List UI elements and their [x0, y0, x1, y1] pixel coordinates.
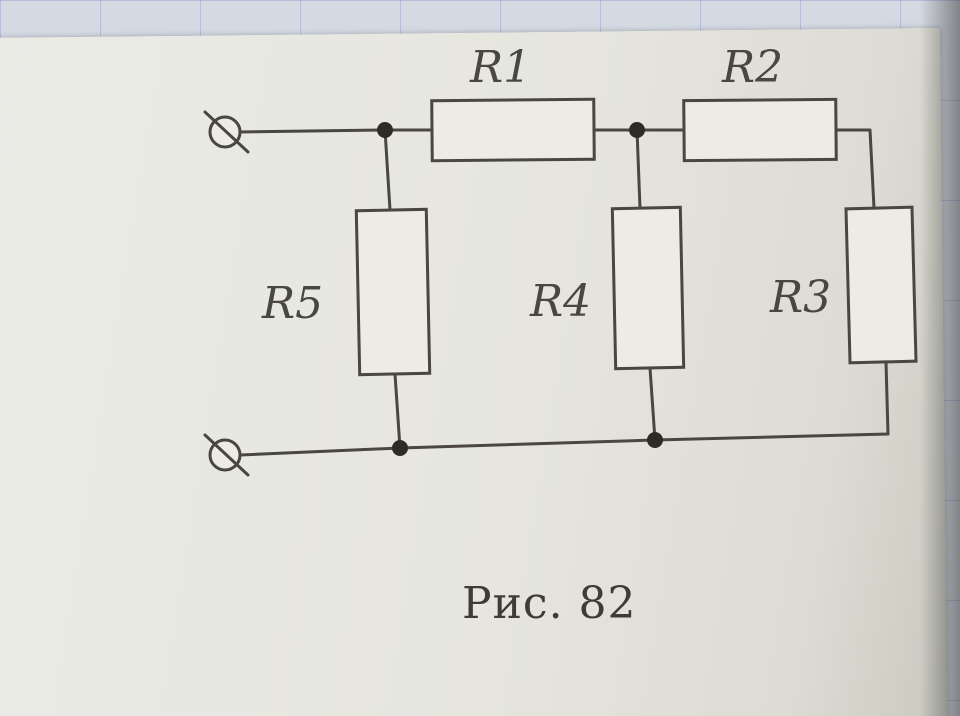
wire-r4-top [635, 128, 642, 210]
label-r2: R2 [721, 42, 783, 93]
top-wire-left [238, 128, 387, 134]
wire-r5-bottom [393, 372, 402, 450]
wire-r4-bottom [648, 366, 657, 442]
terminal-bottom [203, 433, 250, 477]
label-r1: R1 [469, 42, 531, 93]
page-edge-shadow [920, 0, 960, 716]
wire-r5-top [383, 128, 392, 212]
figure-caption: Рис. 82 [462, 578, 637, 629]
bottom-wire [238, 438, 657, 457]
terminal-top [203, 110, 250, 154]
resistor-r1 [430, 97, 596, 163]
label-r3: R3 [769, 272, 831, 323]
junction-node-d [647, 432, 663, 448]
wire-r3-bottom [653, 360, 890, 442]
label-r5: R5 [261, 278, 323, 329]
wire-r2-r3 [834, 128, 876, 210]
resistor-r5 [354, 207, 432, 377]
junction-node-c [392, 440, 408, 456]
resistor-r4 [610, 205, 686, 371]
junction-node-a [377, 122, 393, 138]
junction-node-b [629, 122, 645, 138]
resistor-r3 [844, 205, 918, 365]
resistor-r2 [682, 97, 838, 163]
label-r4: R4 [529, 276, 591, 327]
